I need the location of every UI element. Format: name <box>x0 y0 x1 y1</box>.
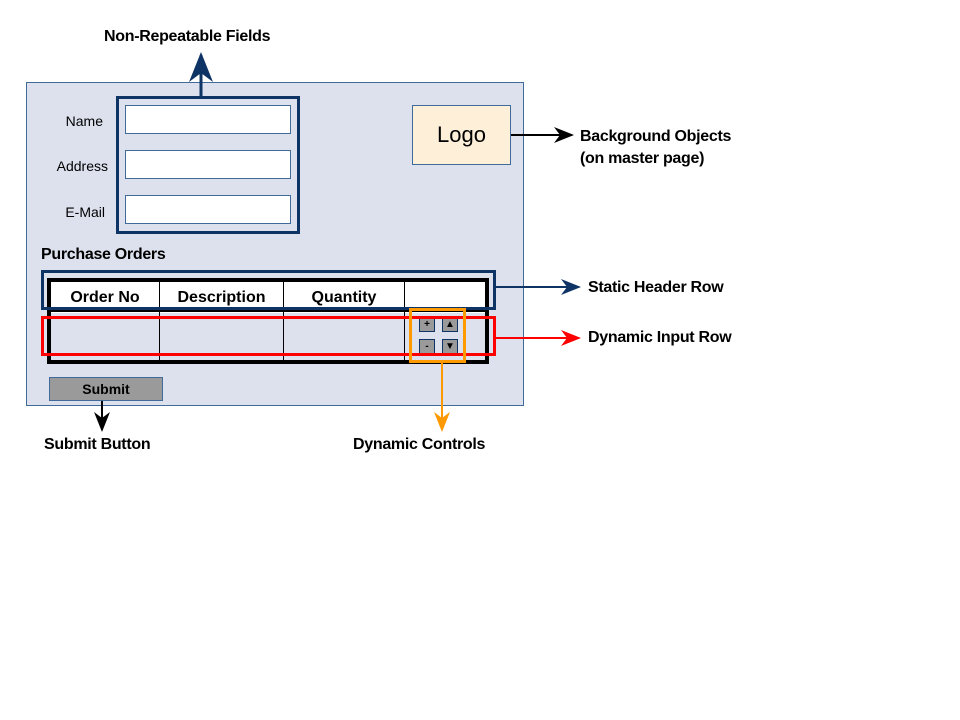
address-field[interactable] <box>125 150 291 179</box>
purchase-orders-title: Purchase Orders <box>41 246 166 263</box>
annotation-static-header-row: Static Header Row <box>588 279 724 296</box>
dynamic-controls-highlight <box>409 308 466 363</box>
address-label: Address <box>56 158 108 174</box>
annotation-background-objects: Background Objects <box>580 128 732 145</box>
email-label: E-Mail <box>65 204 105 220</box>
annotation-master-page: (on master page) <box>580 150 705 167</box>
email-field[interactable] <box>125 195 291 224</box>
annotation-dynamic-controls: Dynamic Controls <box>353 436 486 453</box>
non-repeatable-fields-highlight <box>116 96 300 234</box>
logo: Logo <box>412 105 511 165</box>
submit-button[interactable]: Submit <box>49 377 163 401</box>
name-label: Name <box>65 113 103 129</box>
annotation-submit-button: Submit Button <box>44 436 151 453</box>
name-field[interactable] <box>125 105 291 134</box>
dynamic-input-row-highlight <box>41 316 496 356</box>
annotation-dynamic-input-row: Dynamic Input Row <box>588 329 732 346</box>
annotation-non-repeatable-fields: Non-Repeatable Fields <box>104 28 271 45</box>
static-header-row-highlight <box>41 270 496 310</box>
header-divider <box>51 310 485 312</box>
